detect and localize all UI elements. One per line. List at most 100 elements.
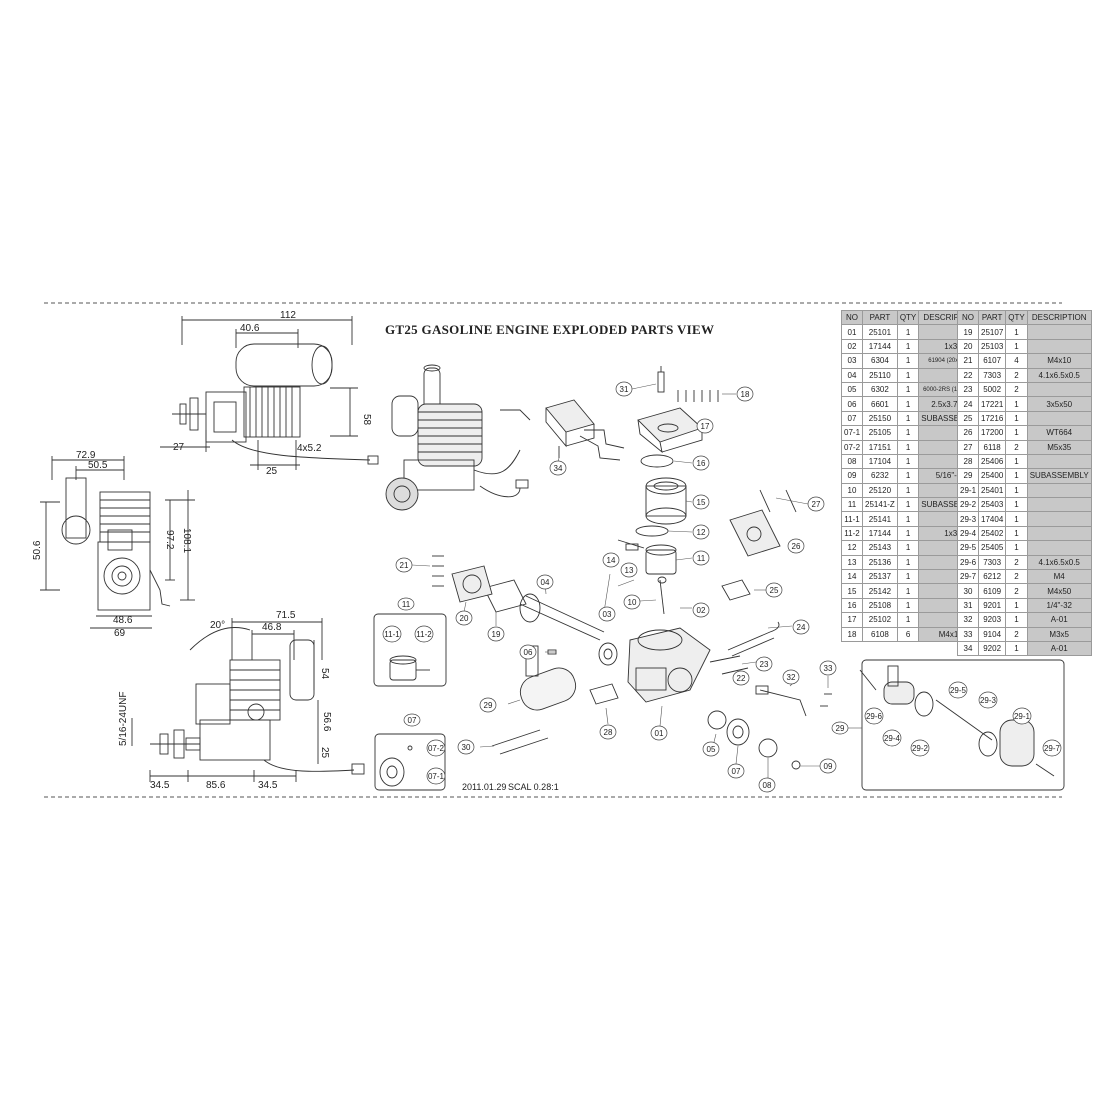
cell-no: 28 <box>956 453 980 470</box>
cell-part: 25101 <box>862 324 898 340</box>
cell-part: 17221 <box>978 396 1007 412</box>
cell-no: 29-7 <box>956 569 980 585</box>
callout-circle <box>650 725 668 741</box>
callout-23: 23 <box>755 656 773 672</box>
cell-part: 6302 <box>862 381 898 398</box>
callout-circle <box>457 739 475 755</box>
cell-qty: 1 <box>1005 324 1028 340</box>
callout-29-4: 29-4 <box>882 729 902 747</box>
callout-01: 01 <box>650 725 668 741</box>
callout-circle <box>615 381 633 397</box>
callout-09: 09 <box>819 758 837 774</box>
cell-qty: 2 <box>1005 583 1028 599</box>
cell-qty: 1 <box>896 482 920 499</box>
cell-no: 02 <box>840 338 864 355</box>
cell-no: 32 <box>956 612 980 628</box>
callout-number: 11 <box>697 554 706 563</box>
callout-04: 04 <box>536 574 554 590</box>
cell-no: 01 <box>840 324 864 340</box>
parts-table-header: NO PART QTY DESCRIPTION <box>956 309 1092 326</box>
cell-qty: 1 <box>1005 497 1028 513</box>
callout-circle <box>455 610 473 626</box>
cell-part: 6212 <box>978 569 1007 585</box>
cell-qty: 2 <box>1005 626 1028 642</box>
cell-qty: 1 <box>896 612 920 628</box>
cell-no: 11 <box>840 497 864 513</box>
cell-qty: 1 <box>896 396 920 412</box>
svg-text:29-4: 29-4 <box>884 734 901 743</box>
svg-text:71.5: 71.5 <box>276 610 296 621</box>
cell-part: 9203 <box>978 612 1007 628</box>
diagram-title: GT25 GASOLINE ENGINE EXPLODED PARTS VIEW <box>385 322 714 337</box>
col-no: NO <box>956 309 980 326</box>
callout-number: 29 <box>484 701 493 710</box>
svg-text:11: 11 <box>402 600 411 609</box>
cell-no: 09 <box>840 468 864 484</box>
svg-text:29-2: 29-2 <box>912 744 929 753</box>
svg-text:72.9: 72.9 <box>76 450 96 461</box>
svg-text:27: 27 <box>173 442 185 453</box>
callout-number: 10 <box>628 598 637 607</box>
cell-qty: 1 <box>1005 468 1028 484</box>
callout-number: 19 <box>492 630 501 639</box>
cell-part: 6109 <box>978 583 1007 599</box>
callout-circle <box>519 644 537 660</box>
callout-number: 26 <box>792 542 801 551</box>
hub-subassembly-box <box>374 733 446 791</box>
cell-part: 25107 <box>978 324 1007 340</box>
callout-circle <box>787 538 805 554</box>
cell-part: 9104 <box>978 626 1007 642</box>
cell-part: 6108 <box>862 626 898 642</box>
callout-circle <box>819 758 837 774</box>
cell-no: 17 <box>840 612 864 628</box>
col-no: NO <box>840 309 864 326</box>
col-description: DESCRIPTION <box>1026 309 1092 326</box>
exploded-parts-drawing <box>432 366 832 770</box>
cell-no: 12 <box>840 540 864 556</box>
callout-06: 06 <box>519 644 537 660</box>
cell-no: 10 <box>840 482 864 499</box>
cell-qty: 1 <box>1005 338 1028 355</box>
callout-20: 20 <box>455 610 473 626</box>
engine-assembled-view <box>385 364 531 511</box>
callout-number: 01 <box>655 729 664 738</box>
piston-subassembly-box <box>373 613 447 687</box>
callout-number: 20 <box>460 614 469 623</box>
callout-29-7: 29-7 <box>1042 739 1062 757</box>
svg-text:11-1: 11-1 <box>384 630 400 639</box>
callout-circle <box>692 524 710 540</box>
cell-desc <box>1026 540 1092 556</box>
svg-text:69: 69 <box>114 628 126 639</box>
callout-17: 17 <box>696 418 714 434</box>
col-part: PART <box>862 309 898 326</box>
callout-number: 14 <box>607 556 616 565</box>
cell-qty: 1 <box>1005 525 1028 542</box>
cell-no: 07 <box>840 410 864 427</box>
cell-desc: WT664 <box>1026 425 1092 441</box>
callout-number: 16 <box>697 459 706 468</box>
callout-11: 11 <box>397 597 415 611</box>
cell-qty: 2 <box>1005 381 1028 398</box>
col-qty: QTY <box>1005 309 1028 326</box>
callout-number: 34 <box>554 464 563 473</box>
col-qty: QTY <box>896 309 920 326</box>
callout-circle <box>479 697 497 713</box>
cell-part: 17144 <box>862 338 898 355</box>
cell-part: 7303 <box>978 367 1007 383</box>
cell-no: 27 <box>956 439 980 455</box>
cell-part: 25141 <box>862 511 898 527</box>
callout-07-1: 07-1 <box>426 767 446 785</box>
callout-07-2: 07-2 <box>426 739 446 757</box>
cell-qty: 1 <box>896 439 920 455</box>
callout-number: 15 <box>697 498 706 507</box>
cell-no: 13 <box>840 554 864 571</box>
col-part: PART <box>978 309 1007 326</box>
cell-no: 22 <box>956 367 980 383</box>
